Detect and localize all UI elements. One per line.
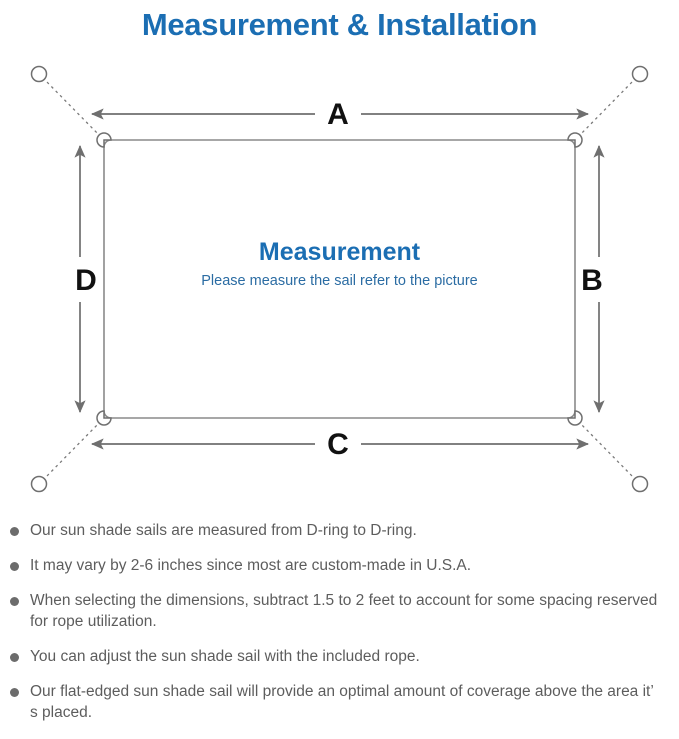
bullet-icon [10,688,19,697]
note-text: It may vary by 2-6 inches since most are… [30,557,472,574]
rope-bottom-left [43,420,102,480]
page-title: Measurement & Installation [141,7,538,42]
list-item: It may vary by 2-6 inches since most are… [0,555,679,576]
diagram-svg: A B C D [30,65,649,493]
d-rings [96,132,583,426]
anchor-points [30,65,649,493]
dimension-label-d: D [75,264,97,297]
d-ring-bottom-right [567,410,583,426]
anchor-point-bottom-left [30,475,48,493]
note-text: Our sun shade sails are measured from D-… [30,522,417,539]
sail-rectangle [103,139,576,419]
dimension-label-a: A [327,98,349,131]
rope-lines [43,78,636,480]
dimension-label-c: C [327,428,349,461]
list-item: Our sun shade sails are measured from D-… [0,520,679,541]
sun-shade-sail-measurement-diagram: A B C D Measurement Please measure the s… [0,52,679,517]
anchor-point-top-left [30,65,48,83]
rope-top-right [577,78,636,138]
notes-list: Our sun shade sails are measured from D-… [0,520,679,737]
list-item: Our flat-edged sun shade sail will provi… [0,681,679,723]
sail-panel [103,139,576,419]
anchor-point-bottom-right [631,475,649,493]
rope-top-left [43,78,102,138]
list-item: When selecting the dimensions, subtract … [0,590,679,632]
bullet-icon [10,527,19,536]
d-ring-top-right [567,132,583,148]
bullet-icon [10,597,19,606]
note-text: When selecting the dimensions, subtract … [30,592,658,630]
note-text: You can adjust the sun shade sail with t… [30,648,420,665]
d-ring-top-left [96,132,112,148]
list-item: You can adjust the sun shade sail with t… [0,646,679,667]
dimension-label-b: B [581,264,603,297]
rope-bottom-right [577,420,636,480]
bullet-icon [10,562,19,571]
d-ring-bottom-left [96,410,112,426]
note-text: Our flat-edged sun shade sail will provi… [30,683,654,721]
anchor-point-top-right [631,65,649,83]
bullet-icon [10,653,19,662]
